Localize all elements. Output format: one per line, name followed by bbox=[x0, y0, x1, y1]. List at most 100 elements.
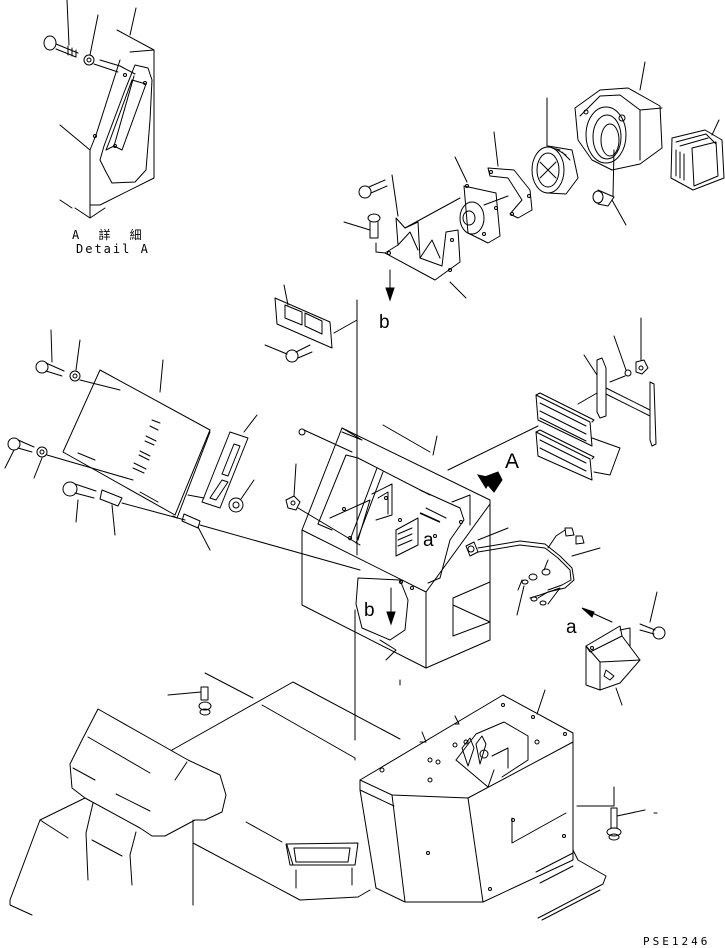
line-stroke bbox=[675, 133, 717, 145]
side-cover-washer-2 bbox=[33, 446, 134, 481]
line-stroke bbox=[198, 701, 212, 711]
line-stroke bbox=[410, 586, 414, 590]
spacer-2 bbox=[181, 513, 361, 571]
line-stroke bbox=[576, 786, 615, 807]
filter-upper bbox=[535, 392, 595, 447]
line-stroke bbox=[488, 887, 492, 891]
line-stroke bbox=[111, 504, 116, 536]
line-stroke bbox=[261, 704, 356, 759]
line-stroke bbox=[33, 457, 43, 479]
line-stroke bbox=[295, 344, 313, 359]
line-stroke bbox=[419, 512, 441, 523]
line-stroke bbox=[86, 57, 92, 63]
line-stroke bbox=[132, 462, 147, 474]
line-stroke bbox=[537, 849, 607, 919]
line-stroke bbox=[181, 513, 201, 529]
reference-mark-a-body: a bbox=[423, 530, 434, 551]
line-stroke bbox=[467, 545, 475, 553]
line-stroke bbox=[232, 501, 240, 509]
line-stroke bbox=[605, 387, 651, 417]
line-stroke bbox=[404, 197, 461, 229]
reference-mark-b-body: b bbox=[364, 600, 375, 621]
line-stroke bbox=[585, 106, 627, 164]
line-stroke bbox=[4, 449, 15, 469]
side-cover-bolt-1 bbox=[35, 329, 65, 377]
line-stroke bbox=[385, 287, 395, 302]
line-stroke bbox=[452, 742, 458, 748]
line-stroke bbox=[129, 49, 155, 53]
line-stroke bbox=[391, 794, 406, 903]
line-stroke bbox=[138, 450, 151, 461]
line-stroke bbox=[652, 626, 666, 640]
line-stroke bbox=[638, 365, 644, 371]
line-stroke bbox=[93, 134, 97, 138]
line-stroke bbox=[72, 373, 78, 379]
view-a-arrow bbox=[476, 471, 503, 493]
line-stroke bbox=[536, 152, 560, 188]
blower-case bbox=[574, 61, 663, 171]
line-stroke bbox=[465, 184, 469, 188]
line-stroke bbox=[199, 524, 361, 571]
line-stroke bbox=[358, 185, 372, 199]
line-stroke bbox=[454, 156, 468, 183]
line-stroke bbox=[369, 221, 379, 239]
line-stroke bbox=[528, 573, 538, 581]
line-stroke bbox=[711, 119, 720, 136]
line-stroke bbox=[477, 527, 509, 541]
line-stroke bbox=[99, 59, 136, 75]
line-stroke bbox=[600, 123, 620, 157]
line-stroke bbox=[17, 439, 35, 453]
line-stroke bbox=[297, 507, 361, 546]
line-stroke bbox=[585, 635, 641, 691]
leader-line bbox=[303, 429, 353, 453]
line-stroke bbox=[635, 359, 649, 375]
line-stroke bbox=[359, 789, 395, 807]
line-stroke bbox=[123, 73, 127, 77]
line-stroke bbox=[375, 242, 386, 254]
bracket bbox=[384, 197, 467, 299]
line-stroke bbox=[596, 357, 607, 419]
motor-gasket bbox=[487, 131, 533, 219]
line-stroke bbox=[613, 335, 627, 371]
leader-line bbox=[382, 424, 431, 453]
line-stroke bbox=[342, 507, 346, 511]
floor-mat bbox=[535, 849, 607, 921]
line-stroke bbox=[343, 221, 371, 231]
line-stroke bbox=[563, 732, 567, 736]
filter-frame bbox=[577, 354, 657, 447]
line-stroke bbox=[511, 818, 515, 822]
line-stroke bbox=[535, 394, 593, 447]
line-stroke bbox=[539, 161, 557, 179]
line-stroke bbox=[419, 489, 465, 584]
line-stroke bbox=[592, 114, 622, 160]
line-stroke bbox=[79, 379, 121, 391]
line-stroke bbox=[283, 284, 289, 306]
line-stroke bbox=[75, 339, 81, 371]
line-stroke bbox=[539, 439, 587, 472]
line-stroke bbox=[535, 392, 595, 423]
line-stroke bbox=[67, 45, 77, 58]
view-a-label: A bbox=[505, 450, 520, 473]
line-stroke bbox=[511, 812, 567, 844]
line-stroke bbox=[435, 759, 441, 765]
line-stroke bbox=[612, 149, 615, 197]
motor bbox=[454, 156, 509, 244]
line-stroke bbox=[449, 281, 467, 299]
line-stroke bbox=[329, 499, 371, 541]
line-stroke bbox=[575, 535, 585, 545]
line-stroke bbox=[43, 35, 57, 51]
line-stroke bbox=[454, 715, 460, 725]
leader-line bbox=[129, 7, 137, 36]
main-housing bbox=[285, 299, 491, 741]
line-stroke bbox=[286, 844, 294, 866]
line-stroke bbox=[571, 547, 601, 557]
line-stroke bbox=[201, 431, 249, 509]
line-stroke bbox=[521, 579, 529, 585]
line-stroke bbox=[543, 559, 549, 571]
line-stroke bbox=[590, 646, 594, 650]
line-stroke bbox=[610, 807, 618, 829]
line-stroke bbox=[144, 435, 157, 446]
line-stroke bbox=[69, 708, 227, 837]
blower-assembly bbox=[343, 61, 725, 302]
line-stroke bbox=[99, 489, 123, 507]
